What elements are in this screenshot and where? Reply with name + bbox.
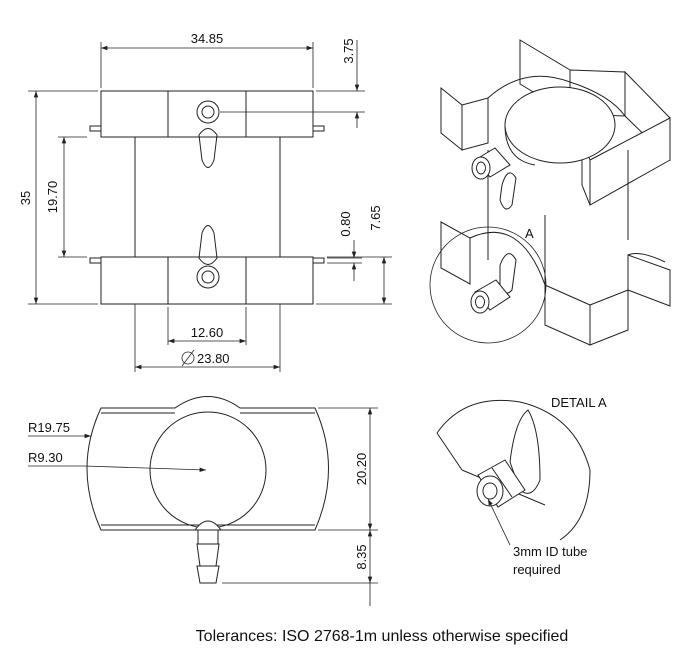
front-view [89,90,325,305]
iso-bore [504,86,616,164]
iso-lower-port [470,279,511,314]
dim-core-width: 12.60 [191,325,224,340]
top-flange [100,90,314,138]
tolerances-note: Tolerances: ISO 2768-1m unless otherwise… [196,628,569,645]
detail-title: DETAIL A [551,395,607,410]
dim-inner-radius: R9.30 [28,450,63,465]
top-outline [86,396,329,531]
dim-outer-radius: R19.75 [28,420,70,435]
dim-flange-offset: 7.65 [368,205,383,230]
isometric-view: A [429,39,671,346]
tube-note-line2: required [513,562,561,577]
top-dimensions: R19.75 R9.30 20.20 8.35 [28,407,378,606]
dim-gap-small: 0.80 [338,211,353,236]
dim-inner-height: 19.70 [45,181,60,214]
detail-a-view: DETAIL A 3mm ID tube required [436,395,607,577]
iso-upper-port [471,147,511,180]
dim-diameter: 23.80 [197,351,230,366]
tube-note-line1: 3mm ID tube [513,544,587,559]
lower-slot [198,225,218,265]
diameter-symbol [181,349,195,367]
upper-slot [198,128,218,168]
dim-width-top: 34.85 [191,31,224,46]
upper-port [196,100,220,124]
dim-height: 35 [18,191,33,205]
top-view [86,396,329,584]
hose-barb [194,520,222,584]
view-marker-a: A [525,226,534,241]
detail-tube [476,459,526,508]
dim-bottom-height: 20.20 [354,453,369,486]
detail-circle [429,226,547,344]
lower-port [196,265,220,289]
front-dimensions: 34.85 3.75 35 19.70 0.80 7.65 12.60 [18,31,392,372]
dim-flange-thickness: 3.75 [341,38,356,63]
dim-tube-length: 8.35 [354,544,369,569]
